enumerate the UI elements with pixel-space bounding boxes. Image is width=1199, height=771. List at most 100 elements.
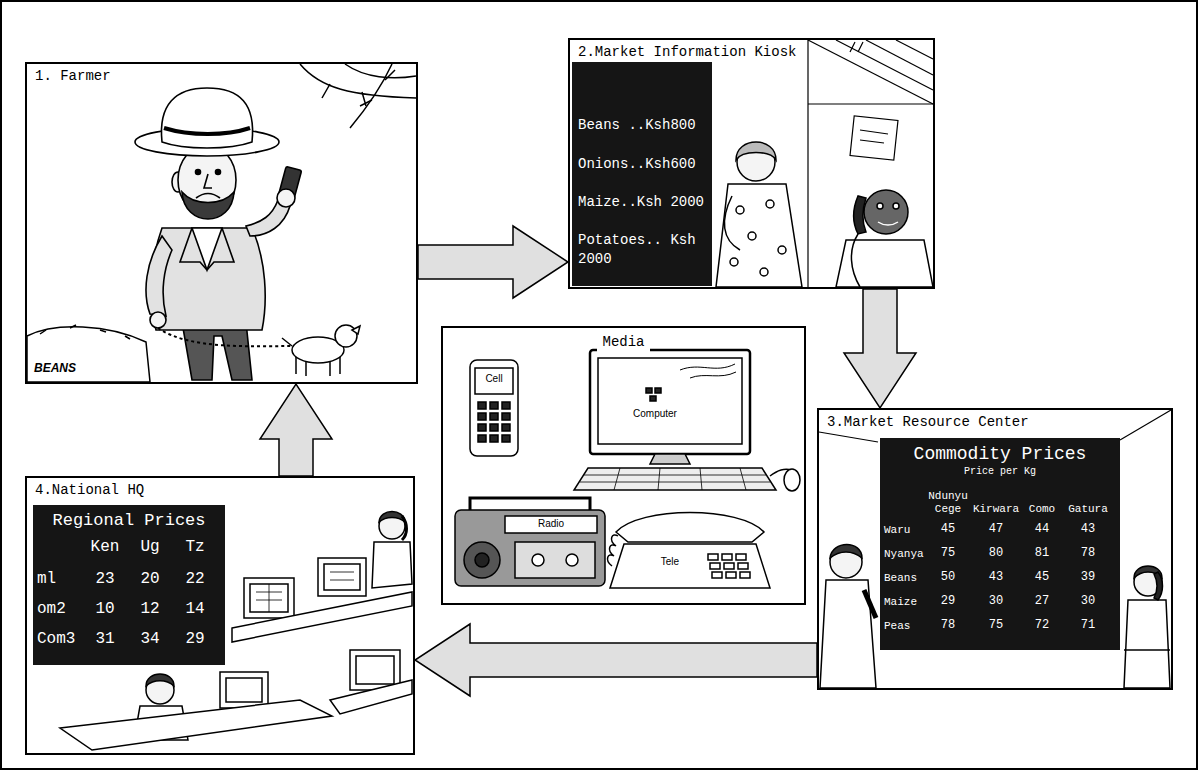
kiosk-roof [896,40,933,59]
flow-arrow [844,289,916,408]
table-header: Gatura [1063,503,1113,516]
radio-icon [455,510,605,586]
telephone-icon [608,513,770,589]
table-cell: om2 [37,600,83,618]
table-cell-holder: 78 [1068,547,1108,561]
woman-customer [730,258,738,266]
hq-office [250,584,288,612]
cell-phone-icon [478,424,486,431]
woman-customer [716,184,802,287]
computer-icon [574,468,776,490]
hq-office [220,672,268,708]
table-cell-holder: 30 [976,595,1016,609]
table-cell: 12 [130,600,170,618]
woman-customer [778,246,786,254]
table-cell: 31 [85,630,125,648]
table-cell: 75 [928,547,968,561]
media-label-holder: Computer [620,408,690,420]
table-cell-holder: om2 [37,600,83,618]
price-line: Onions..Ksh600 [578,155,707,173]
table-cell: 30 [1068,595,1108,609]
kiosk-attendant [836,240,933,287]
price-board: Beans ..Ksh800Onions..Ksh600Maize..Ksh 2… [572,62,712,286]
presenter-figure [864,590,876,618]
bean-sack [27,327,150,382]
kiosk-roof [836,40,933,90]
telephone-icon [616,513,764,543]
presenter-figure [820,545,876,689]
media-label-holder: Tele [640,556,700,568]
resource-center-roof [1120,410,1171,440]
cell-phone-icon [478,413,486,420]
table-header: Kirwara [971,503,1021,516]
farmer-figure [204,174,212,188]
media-label: Cell [478,373,510,385]
kiosk-attendant [893,203,899,209]
tree-branch [322,70,395,106]
table-cell-holder: 71 [1068,619,1108,633]
sack-label: BEANS [34,362,114,376]
table-cell: 50 [928,571,968,585]
table-cell-holder: 39 [1068,571,1108,585]
dog [282,338,292,346]
table-cell-holder: 44 [1022,523,1062,537]
media-label-holder: Cell [478,373,510,385]
table-cell: 34 [130,630,170,648]
flow-arrow [415,624,817,696]
table-cell: 39 [1068,571,1108,585]
caller-figure [1154,572,1163,600]
table-header-holder: Ken [85,538,125,556]
panel-title: 2.Market Information Kiosk [573,42,801,62]
flow-arrow [418,226,568,298]
hq-office [244,578,294,618]
board-subtitle: Price per Kg [884,466,1116,478]
hq-office [60,700,332,750]
kiosk-attendant [877,203,883,209]
kiosk-poster [850,116,898,160]
telephone-icon [710,563,720,569]
table-cell-holder: 10 [85,600,125,618]
panel-title: 4.National HQ [30,480,149,500]
kiosk-panel: 2.Market Information KioskBeans ..Ksh800… [568,38,935,289]
hq-office [60,512,412,751]
table-cell-holder: Maize [884,596,930,609]
table-cell: 78 [928,619,968,633]
farmer-figure [196,170,201,175]
kiosk-roof [866,40,933,75]
table-cell: 29 [928,595,968,609]
table-cell-holder: 45 [928,523,968,537]
price-line: Maize..Ksh 2000 [578,193,707,211]
table-cell: 14 [175,600,215,618]
dog [352,326,360,334]
kiosk-attendant [878,222,898,225]
woman-customer [737,143,775,181]
radio-icon [566,554,578,566]
kiosk-roof [807,40,808,287]
table-cell-holder: 22 [175,570,215,588]
table-header-holder: Ug [130,538,170,556]
tree-branch [300,64,416,98]
sack-label-holder: BEANS [34,362,114,376]
table-cell-holder: 29 [175,630,215,648]
caller-figure [1124,566,1170,688]
board-title: Commodity Prices [884,444,1116,466]
table-cell: Nyanya [884,548,930,561]
hq-office [318,558,366,596]
table-cell-holder: Nyanya [884,548,930,561]
telephone-icon [738,563,748,569]
bean-sack [27,325,150,382]
caller-figure [1124,600,1170,688]
table-cell: 23 [85,570,125,588]
radio-icon [455,498,605,586]
table-header-holder: Tz [175,538,215,556]
telephone-icon [740,572,750,578]
table-cell: 47 [976,523,1016,537]
table-cell: 75 [976,619,1016,633]
hq-office [256,584,282,612]
telephone-icon [726,572,736,578]
farmer-figure [164,128,250,134]
table-cell-holder: 20 [130,570,170,588]
panel-title: 1. Farmer [30,66,116,86]
farmer-figure [135,88,302,380]
